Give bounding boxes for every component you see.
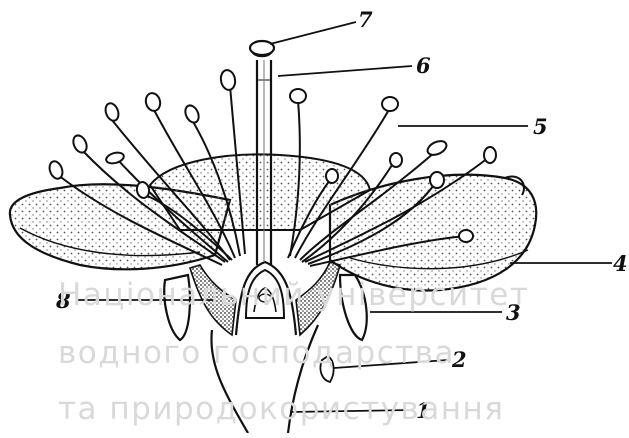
callout-6: 6	[416, 55, 431, 76]
callout-4: 4	[613, 253, 628, 274]
pistil	[250, 41, 274, 265]
watermark-line-2: водного господарства	[58, 338, 455, 369]
watermark-line-3: та природокористування	[58, 394, 504, 425]
callout-5: 5	[533, 116, 548, 137]
watermark-line-1: Національний університет	[58, 280, 529, 311]
callout-7: 7	[358, 9, 373, 30]
